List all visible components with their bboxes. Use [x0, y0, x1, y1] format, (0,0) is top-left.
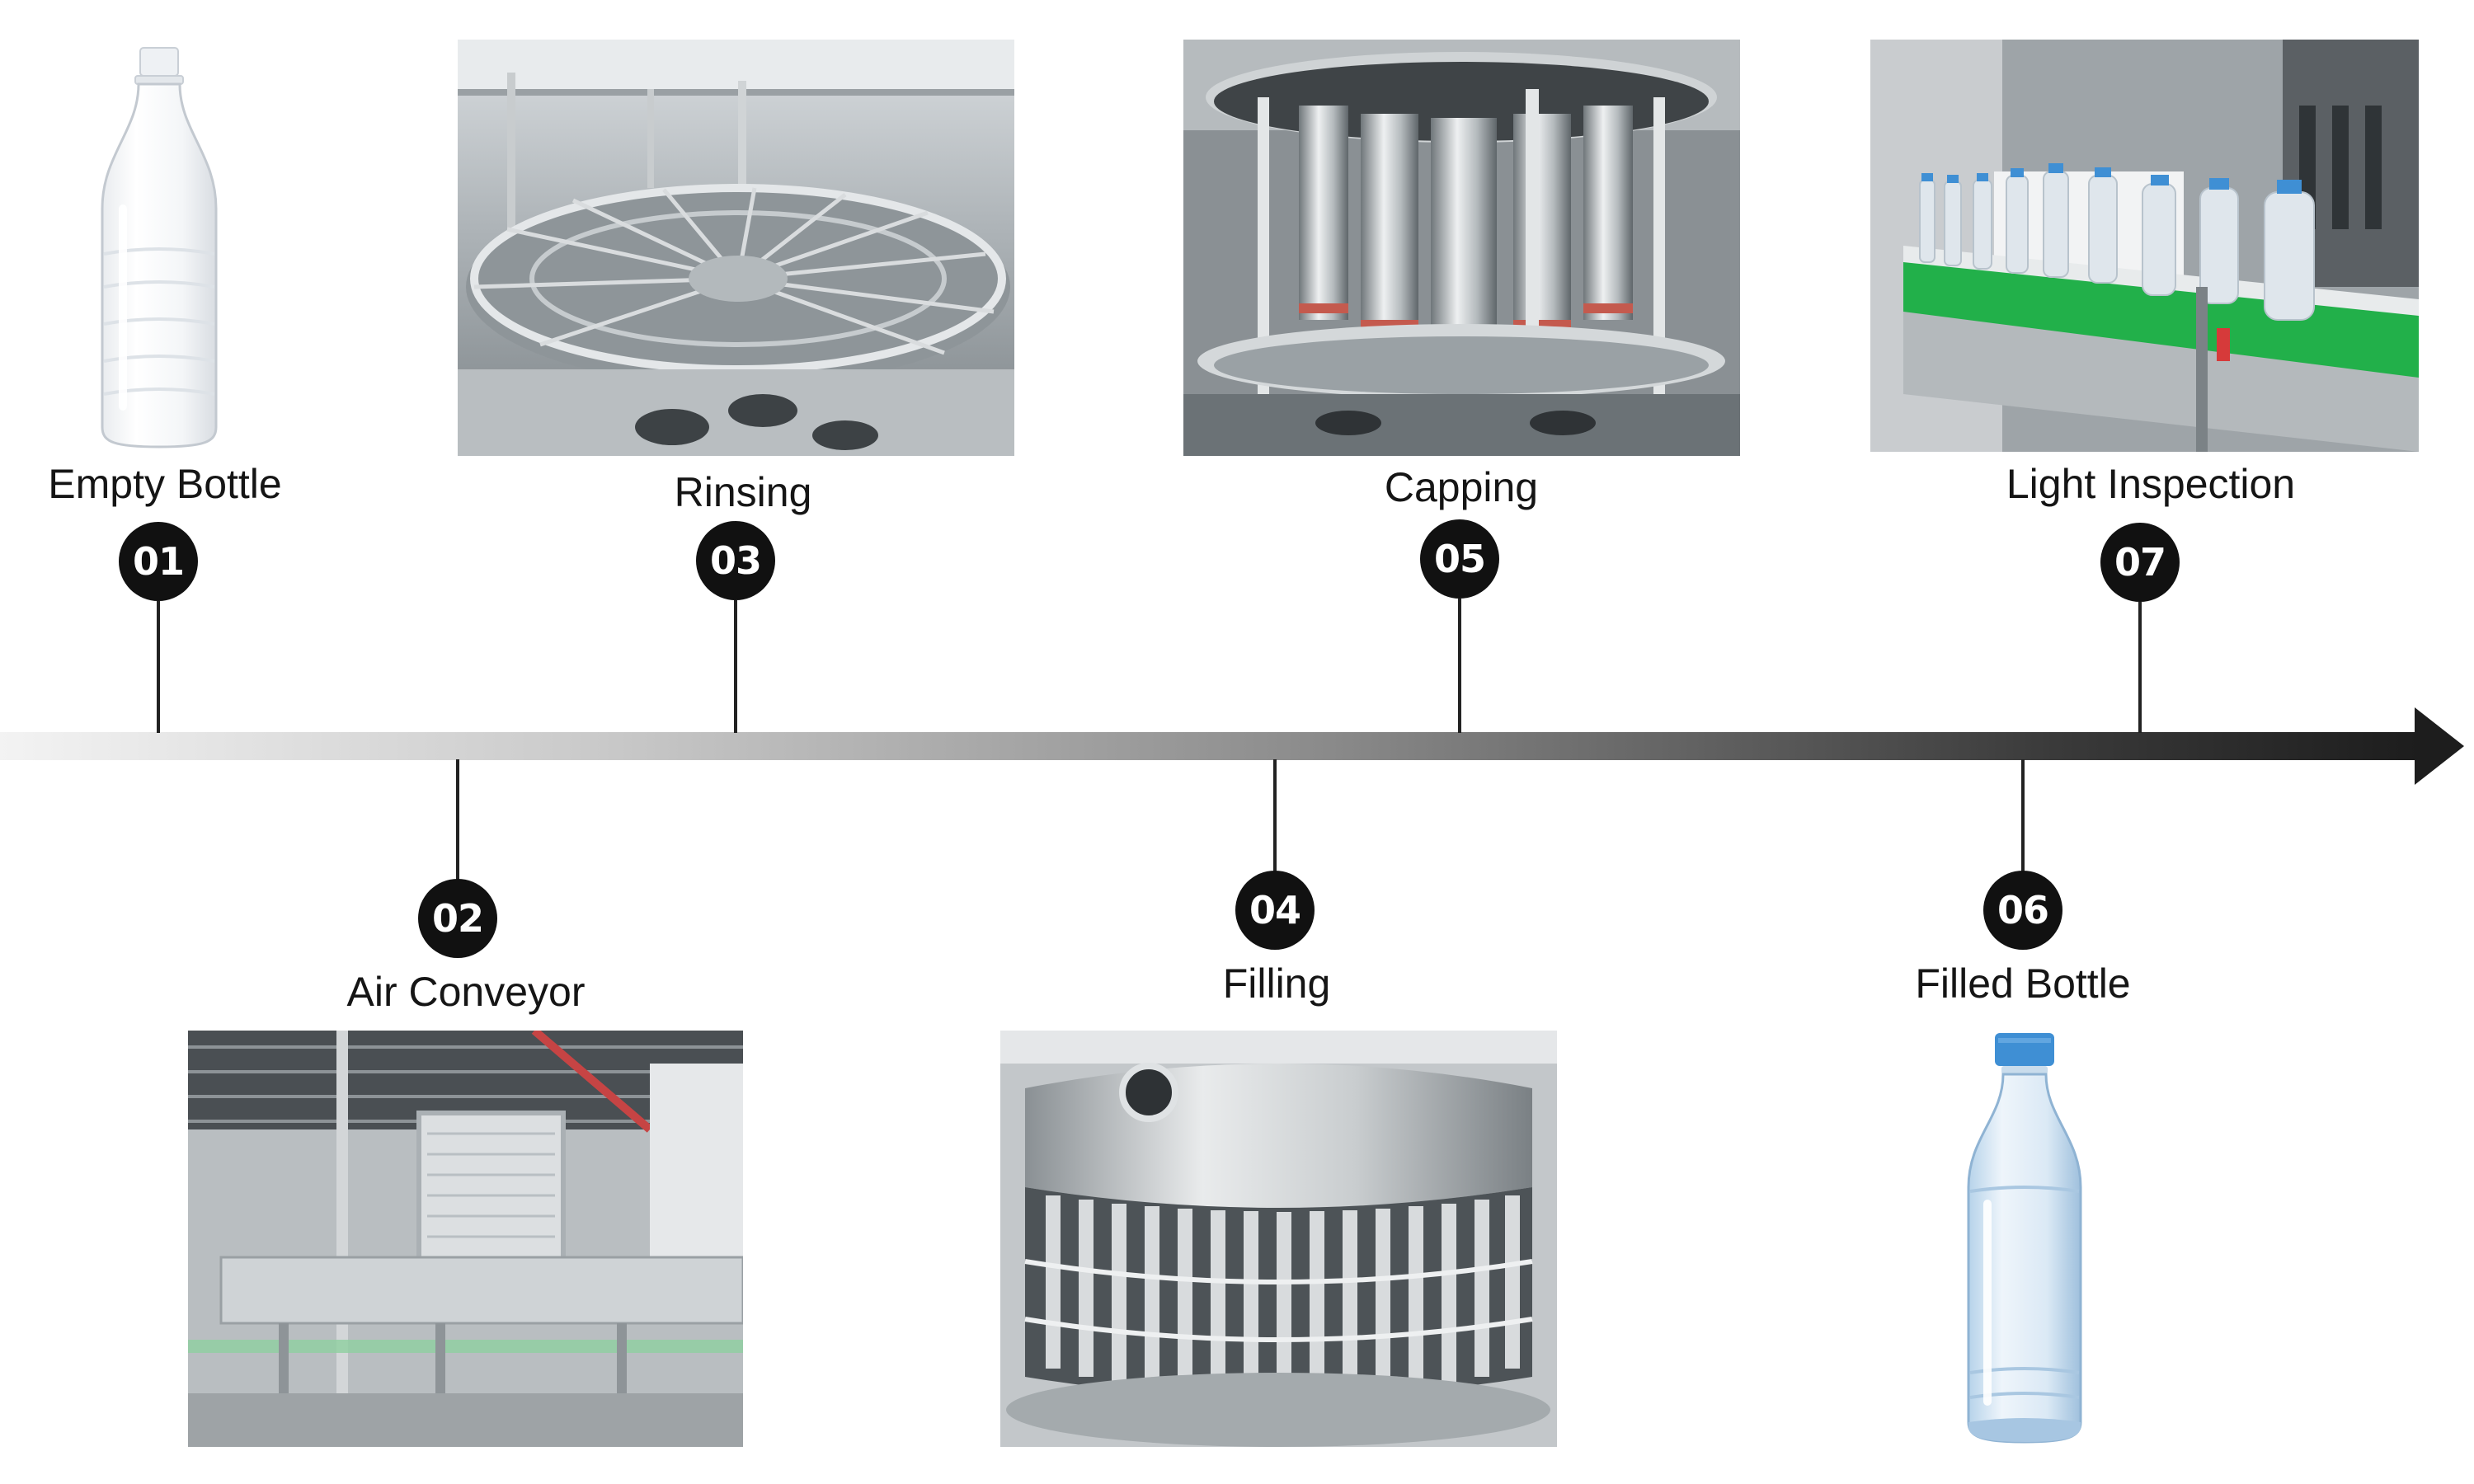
step-07-label: Light Inspection [2006, 461, 2296, 507]
step-03-label: Rinsing [674, 469, 812, 515]
step-04-connector [1273, 759, 1277, 875]
step-01-connector [157, 601, 160, 733]
step-05-label: Capping [1384, 464, 1539, 510]
step-05-connector [1458, 599, 1461, 733]
empty-bottle-icon [89, 40, 229, 452]
step-02-connector [456, 759, 459, 883]
step-04-badge: 04 [1235, 871, 1315, 950]
step-02-badge: 02 [418, 879, 497, 958]
step-03-connector [734, 600, 737, 733]
step-06-label: Filled Bottle [1915, 960, 2131, 1007]
step-06-connector [2021, 759, 2025, 875]
step-07-connector [2138, 602, 2142, 733]
step-05-badge: 05 [1420, 519, 1499, 599]
step-01-badge: 01 [119, 522, 198, 601]
air-conveyor-photo [188, 1031, 743, 1447]
step-06-badge: 06 [1983, 871, 2062, 950]
capping-machine-photo [1183, 40, 1740, 456]
step-04-label: Filling [1222, 960, 1331, 1007]
step-02-label: Air Conveyor [346, 969, 586, 1015]
timeline-arrowhead [2415, 707, 2464, 785]
filled-bottle-icon [1959, 1026, 2091, 1447]
step-03-badge: 03 [696, 521, 775, 600]
step-01-label: Empty Bottle [48, 461, 282, 507]
filling-machine-photo [1000, 1031, 1557, 1447]
light-inspection-photo [1870, 40, 2419, 452]
step-07-badge: 07 [2100, 523, 2180, 602]
rinsing-machine-photo [458, 40, 1014, 456]
timeline-axis [0, 732, 2418, 760]
